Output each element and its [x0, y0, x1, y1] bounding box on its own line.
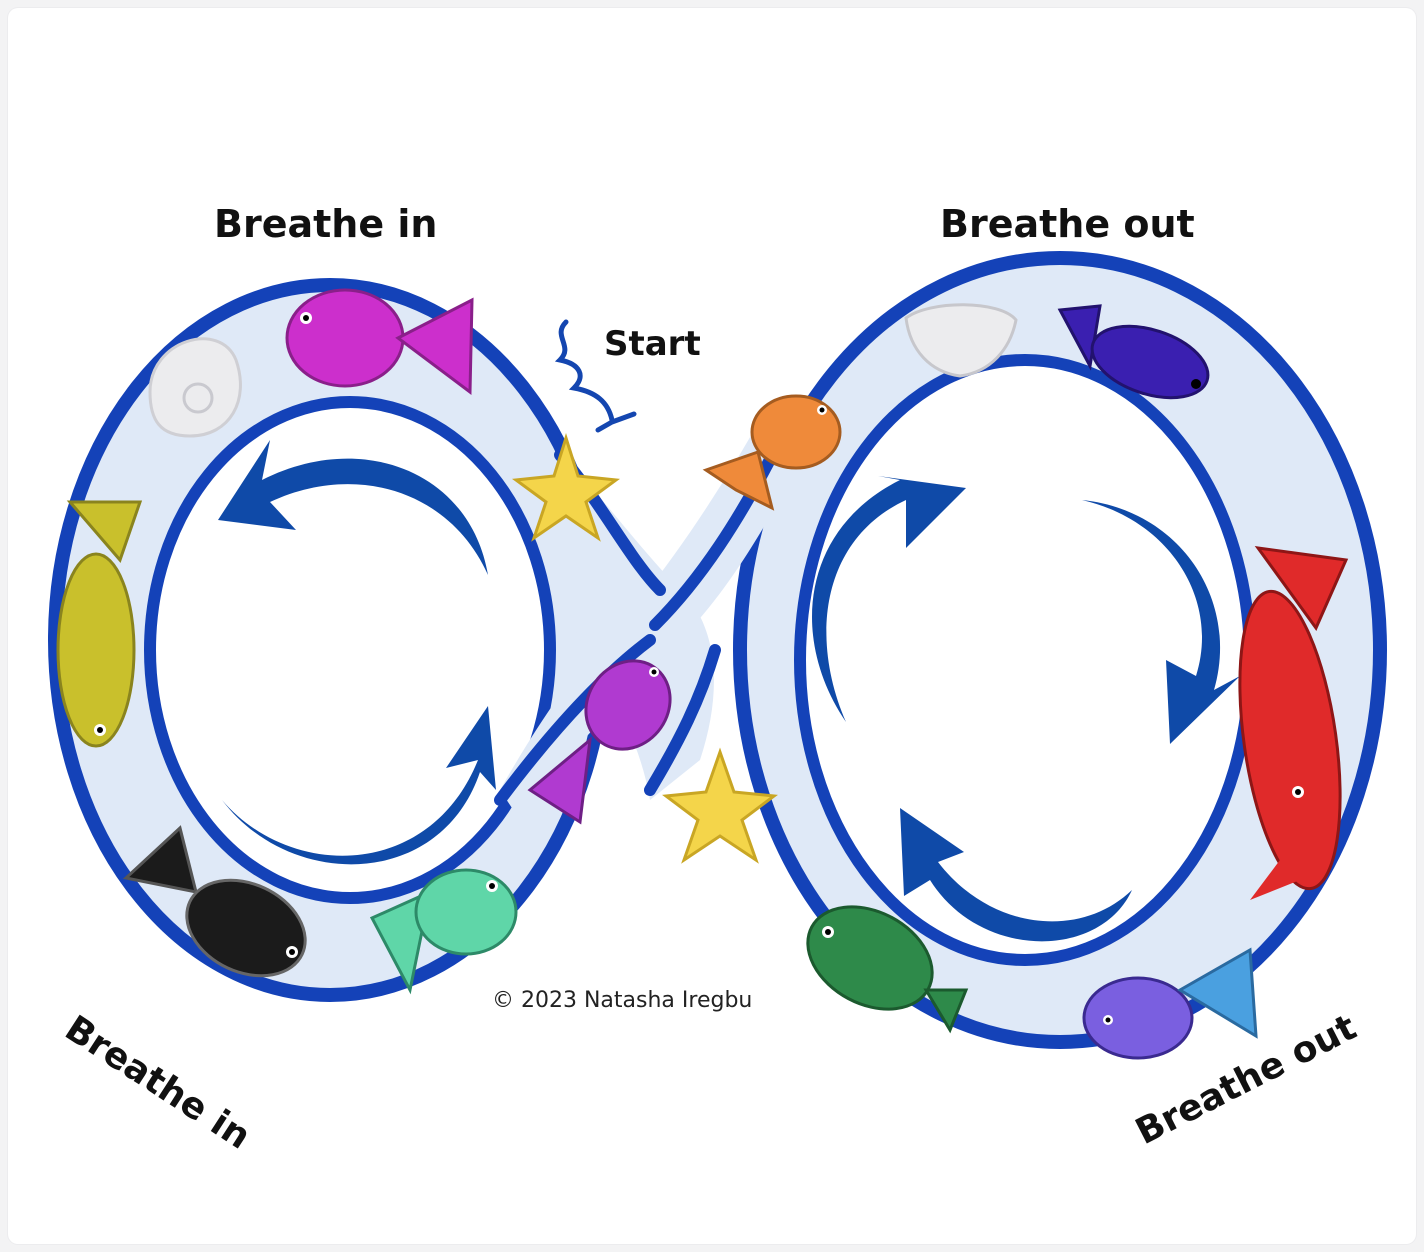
label-start: Start — [604, 324, 701, 364]
label-top-right: Breathe out — [940, 202, 1195, 246]
right-loop-hole — [800, 360, 1250, 960]
label-top-left: Breathe in — [214, 202, 437, 246]
copyright-text: © 2023 Natasha Iregbu — [492, 988, 752, 1013]
